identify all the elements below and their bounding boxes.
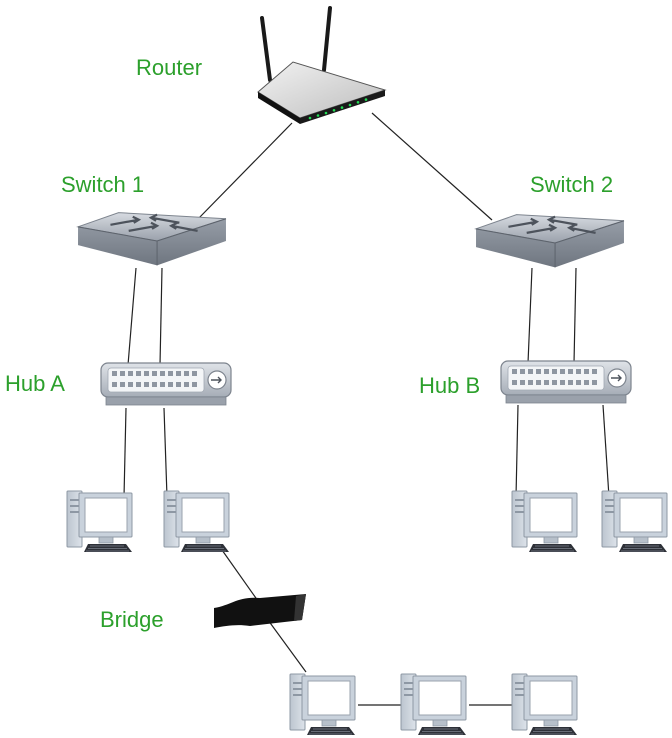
computer-c3-icon bbox=[511, 673, 578, 736]
switch1-label: Switch 1 bbox=[61, 172, 144, 197]
link-switch1-huba-1 bbox=[127, 267, 137, 366]
link-switch2-hubb-2 bbox=[573, 267, 577, 364]
hub-b-label: Hub B bbox=[419, 373, 480, 398]
computer-b2-icon bbox=[601, 490, 668, 553]
link-switch2-hubb-1 bbox=[527, 267, 533, 364]
link-switch1-huba-2 bbox=[159, 267, 163, 366]
connection-lines bbox=[123, 112, 610, 706]
bridge-icon bbox=[214, 594, 306, 628]
link-pca2-bridge bbox=[221, 549, 259, 602]
switch2-icon bbox=[474, 213, 626, 269]
computer-b1-icon bbox=[511, 490, 578, 553]
computer-c2-icon bbox=[400, 673, 467, 736]
router-label: Router bbox=[136, 55, 202, 80]
computer-a1-icon bbox=[66, 490, 133, 553]
computer-a2-icon bbox=[163, 490, 230, 553]
link-huba-pca2 bbox=[163, 407, 168, 498]
switch2-label: Switch 2 bbox=[530, 172, 613, 197]
hub-b-icon bbox=[500, 360, 632, 404]
hub-a-label: Hub A bbox=[5, 371, 65, 396]
hub-a-icon bbox=[100, 362, 232, 406]
link-hubb-pcb1 bbox=[515, 404, 519, 498]
link-router-switch2 bbox=[371, 112, 493, 221]
bridge-label: Bridge bbox=[100, 607, 164, 632]
router-icon bbox=[257, 6, 387, 124]
link-bridge-pcc1 bbox=[267, 619, 307, 673]
computer-c1-icon bbox=[289, 673, 356, 736]
link-hubb-pcb2 bbox=[602, 404, 610, 498]
link-router-switch1 bbox=[196, 122, 293, 221]
link-huba-pca1 bbox=[123, 407, 127, 498]
switch1-icon bbox=[76, 211, 228, 267]
